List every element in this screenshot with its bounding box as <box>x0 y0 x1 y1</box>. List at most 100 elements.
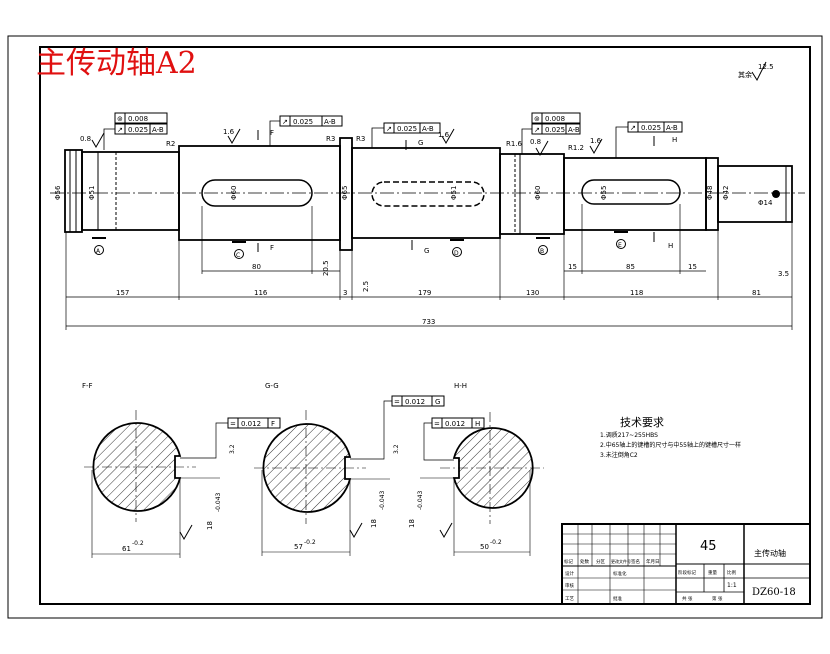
dia-label: Φ51 <box>450 186 458 200</box>
svg-text:F: F <box>270 129 274 137</box>
svg-text:57: 57 <box>294 543 303 551</box>
svg-text:H: H <box>668 242 673 250</box>
drawing-code: DZ60-18 <box>752 587 796 598</box>
section-label: F-F <box>82 382 93 390</box>
svg-text:↗: ↗ <box>630 124 636 132</box>
keyway-hidden <box>371 181 485 207</box>
role-cell: 工艺 <box>565 596 574 602</box>
svg-text:↗: ↗ <box>282 118 288 126</box>
dia-label: Φ14 <box>758 199 773 207</box>
svg-text:0.012: 0.012 <box>405 398 425 406</box>
svg-text:E: E <box>618 242 622 249</box>
dim-value: 3 <box>343 289 347 297</box>
header-cell: 处数 <box>580 558 589 565</box>
title-block <box>561 523 811 605</box>
svg-text:G: G <box>435 398 440 406</box>
roughness-main-value: 12.5 <box>758 63 774 71</box>
dia-label: Φ65 <box>341 186 349 200</box>
tol-leaders <box>103 120 628 158</box>
dia-label: Φ60 <box>230 186 238 200</box>
section-markers: F F G G H H <box>257 129 677 255</box>
tol-frames: ⊚ 0.008 ↗ 0.025 A-B ↗ 0.025 A-B ↗ 0.025 <box>114 112 683 135</box>
dim-value: 179 <box>418 289 431 297</box>
sheet-border <box>7 35 823 619</box>
dim-value: 3.5 <box>778 270 789 278</box>
svg-text:A-B: A-B <box>152 126 164 134</box>
inner-frame <box>39 46 811 605</box>
svg-text:A: A <box>96 248 101 255</box>
tol-frame: ↗ 0.025 A-B <box>531 123 581 135</box>
radius-label: R1.6 <box>506 140 523 148</box>
dim-value: 85 <box>626 263 635 271</box>
stage-cell: 重量 <box>708 569 717 576</box>
tech-req-item: 2.中65轴上的键槽的尺寸与中55轴上的键槽尺寸一样 <box>600 441 741 449</box>
svg-text:0.025: 0.025 <box>545 126 565 134</box>
dim-value: 118 <box>630 289 643 297</box>
dimension-values: 157 116 3 179 130 118 81 733 80 20.5 15 … <box>116 260 789 326</box>
scale: 1:1 <box>727 582 737 589</box>
svg-text:H: H <box>475 420 480 428</box>
tech-requirements: 技术要求 1.调质217~255HBS 2.中65轴上的键槽的尺寸与中55轴上的… <box>600 416 741 459</box>
dim-value: 80 <box>252 263 261 271</box>
svg-text:↗: ↗ <box>386 125 392 133</box>
svg-text:↗: ↗ <box>534 126 540 134</box>
svg-text:18: 18 <box>370 519 378 528</box>
dim-value: 15 <box>688 263 697 271</box>
part-name: 主传动轴 <box>754 548 786 558</box>
svg-text:0.025: 0.025 <box>641 124 661 132</box>
svg-text:18: 18 <box>206 521 214 530</box>
header-cell: 标记 <box>564 558 573 565</box>
std-cell: 标准化 <box>613 570 627 577</box>
radius-label: R2 <box>166 140 175 148</box>
radius-label: R3 <box>326 135 335 143</box>
svg-text:H: H <box>672 136 677 144</box>
rough-value: 1.6 <box>223 128 235 136</box>
tol-frame: ↗ 0.025 A-B <box>114 123 168 135</box>
svg-text:⊚: ⊚ <box>534 115 540 123</box>
rough-value: 1.6 <box>590 137 602 145</box>
svg-text:3.2: 3.2 <box>229 444 236 454</box>
keyways <box>201 179 681 207</box>
svg-text:A-B: A-B <box>422 125 434 133</box>
dia-label: Φ55 <box>600 186 608 200</box>
svg-text:D: D <box>454 250 459 257</box>
roughness-symbol-main: 12.5 <box>751 61 774 82</box>
svg-text:C: C <box>236 252 240 259</box>
dimension-lines <box>65 204 793 330</box>
svg-text:61: 61 <box>122 545 131 553</box>
keyway-large <box>201 179 313 207</box>
radius-labels: R2 R3 R3 R1.6 R1.2 <box>166 135 584 152</box>
dim-value: 157 <box>116 289 129 297</box>
sheet-cell: 共 张 <box>682 595 693 602</box>
tech-req-item: 1.调质217~255HBS <box>600 431 658 439</box>
diameter-labels: Φ56 Φ51 Φ60 Φ65 Φ51 Φ60 Φ55 Φ48 Φ14 Φ42 <box>54 185 773 207</box>
header-cell: 更改文件号 <box>611 558 631 564</box>
tol-frame: ⊚ 0.008 <box>114 112 168 124</box>
dim-value: 130 <box>526 289 539 297</box>
rough-value: 0.8 <box>80 135 91 143</box>
role-cell: 设计 <box>565 570 574 577</box>
dim-value: 2.5 <box>362 281 370 292</box>
role-cell: 审核 <box>565 582 574 589</box>
roughness-note: 其余 <box>738 70 752 79</box>
section-view-F: F-F = 0.012 F 61 -0.2 18 -0.043 3.2 <box>82 382 281 558</box>
svg-text:-0.2: -0.2 <box>490 539 502 546</box>
tol-frame: ↗ 0.025 A-B <box>627 121 683 133</box>
section-view-G: G-G = 0.012 G 57 -0.2 18 -0.043 3.2 <box>254 382 445 556</box>
dia-label: Φ51 <box>88 186 96 200</box>
svg-text:=: = <box>230 420 236 428</box>
tol-frame: ↗ 0.025 A-B <box>383 122 441 134</box>
svg-text:G: G <box>424 247 429 255</box>
svg-text:⊚: ⊚ <box>117 115 123 123</box>
dim-value: 20.5 <box>322 260 330 276</box>
datum-markers: A C D B E <box>92 231 628 259</box>
svg-text:G: G <box>418 139 423 147</box>
dia-label: Φ56 <box>54 185 62 200</box>
svg-text:0.025: 0.025 <box>293 118 313 126</box>
svg-text:B: B <box>540 248 544 255</box>
svg-text:0.008: 0.008 <box>545 115 565 123</box>
tech-req-heading: 技术要求 <box>620 416 664 429</box>
dia-label: Φ42 <box>722 186 730 200</box>
datum-A: A <box>92 237 106 255</box>
svg-text:-0.043: -0.043 <box>417 490 424 510</box>
